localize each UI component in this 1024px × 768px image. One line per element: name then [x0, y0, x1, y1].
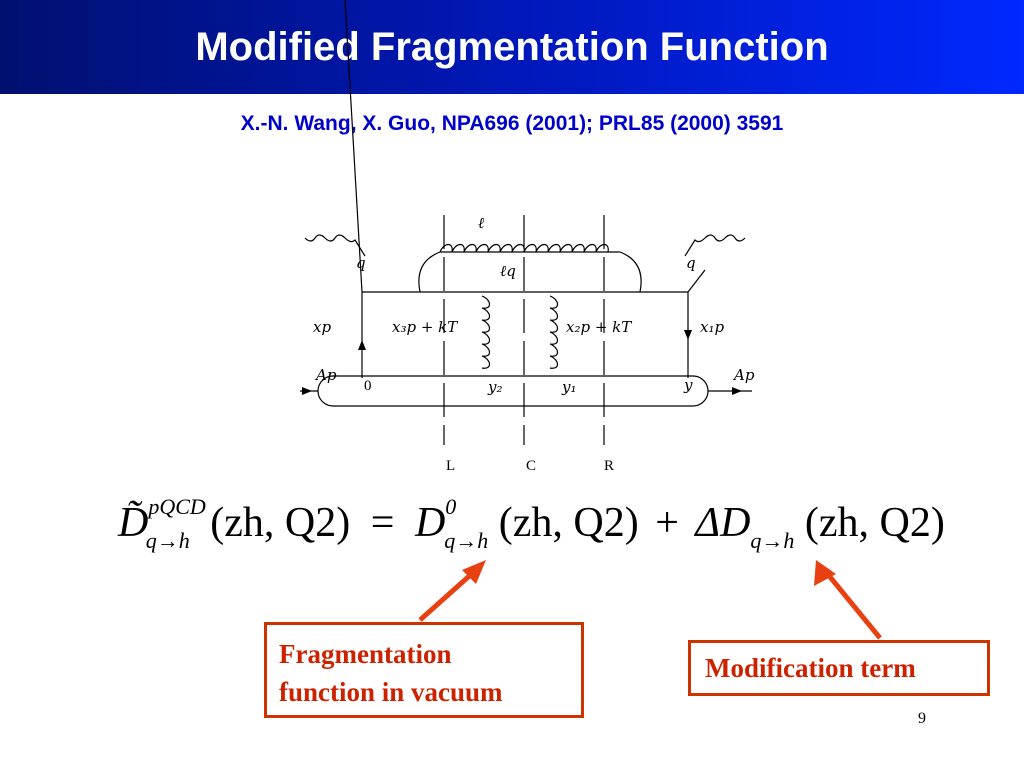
label-x3p: x₃p + kT — [392, 318, 458, 336]
arrow-ap-in — [302, 387, 312, 395]
arrowhead-modification — [814, 560, 836, 586]
gluon-coil-right — [549, 295, 559, 369]
eq-term1-sub: q→h — [444, 528, 489, 553]
eq-plus: + — [655, 500, 679, 546]
label-ell-q: ℓq — [500, 262, 516, 280]
quark-in-left — [344, 0, 363, 293]
eq-term1-args: (zh, Q2) — [498, 500, 639, 546]
eq-term1-symbol: D — [414, 500, 446, 546]
arrow-to-vacuum-term — [418, 568, 478, 622]
eq-lhs-args: (zh, Q2) — [210, 500, 351, 546]
arrow-ap-out — [732, 387, 742, 395]
modified-fragmentation-equation: D̃pQCD q→h (zh, Q2) = D0 q→h (zh, Q2) + ΔD… — [118, 494, 998, 564]
gluon-coil-left — [481, 295, 491, 369]
gluon-coils-top — [439, 243, 609, 253]
label-ell: ℓ — [478, 214, 484, 232]
page-number: 9 — [918, 710, 926, 727]
vacuum-fragmentation-callout: Fragmentation function in vacuum — [264, 622, 584, 718]
label-y1: y₁ — [561, 378, 577, 396]
arrowhead-vacuum — [462, 560, 486, 584]
modification-callout-text: Modification term — [705, 653, 916, 683]
arrow-to-modification-term — [824, 570, 882, 640]
vacuum-callout-line2: function in vacuum — [279, 677, 503, 707]
eq-lhs-sup: pQCD — [148, 494, 206, 519]
label-q-right: q — [686, 254, 696, 272]
arrow-x1p — [684, 330, 692, 340]
label-cut-C: C — [526, 458, 536, 474]
gluon-arc — [418, 251, 642, 293]
label-cut-L: L — [446, 458, 455, 474]
modification-term-callout: Modification term — [688, 640, 990, 696]
photon-left — [304, 234, 366, 257]
nucleus-blob — [317, 375, 709, 407]
label-xp: xp — [313, 318, 331, 336]
title-bar — [0, 0, 1024, 94]
photon-right — [684, 234, 746, 257]
eq-lhs-sub: q→h — [145, 528, 190, 553]
eq-term2-symbol: ΔD — [695, 500, 751, 546]
eq-term2-args: (zh, Q2) — [804, 500, 945, 546]
eq-equals: = — [370, 500, 395, 546]
label-zero: 0 — [364, 378, 372, 394]
label-ap-left: Ap — [314, 366, 337, 384]
quark-in-right — [687, 269, 706, 293]
label-cut-R: R — [604, 458, 614, 474]
label-x2p: x₂p + kT — [566, 318, 632, 336]
eq-term1-sup: 0 — [445, 494, 457, 519]
label-y2: y₂ — [487, 378, 503, 396]
label-x1p: x₁p — [700, 318, 724, 336]
label-y: y — [683, 376, 693, 394]
vacuum-callout-line1: Fragmentation — [279, 639, 452, 669]
eq-lhs-symbol: D̃ — [118, 500, 149, 546]
eq-term2-sub: q→h — [750, 528, 795, 553]
label-ap-right: Ap — [732, 366, 755, 384]
arrow-xp — [358, 340, 366, 350]
reference-citation: X.-N. Wang, X. Guo, NPA696 (2001); PRL85… — [240, 112, 784, 135]
label-q-left: q — [356, 254, 366, 272]
slide-title: Modified Fragmentation Function — [195, 25, 829, 69]
